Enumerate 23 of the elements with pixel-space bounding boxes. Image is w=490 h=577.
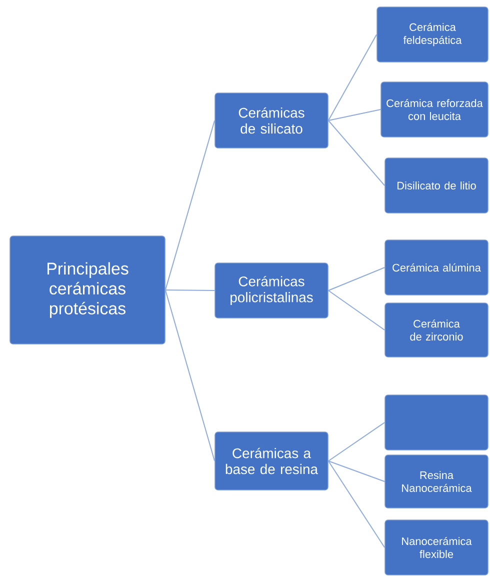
material-box: Cerámica reforzada con leucita [380, 82, 488, 138]
connector-line [328, 34, 378, 121]
connector-line [328, 120, 386, 186]
material-box: Cerámica de zirconio [384, 302, 488, 358]
root-box: Principales cerámicas protésicas [10, 236, 166, 344]
material-box [384, 394, 488, 450]
connector-line [328, 460, 386, 548]
category-box: Cerámicas de silicato [214, 92, 328, 148]
connector-line [328, 290, 386, 330]
connector-line [164, 120, 216, 290]
connector-line [328, 267, 386, 291]
material-box: Cerámica alúmina [384, 240, 488, 296]
connector-line [164, 290, 216, 291]
material-box: Resina Nanocerámica [384, 454, 488, 508]
material-box: Nanocerámica flexible [384, 520, 488, 576]
connector-line [328, 460, 386, 482]
material-box: Disilicato de litio [384, 158, 488, 214]
connector-line [328, 109, 382, 121]
category-box: Cerámicas policristalinas [214, 262, 328, 318]
material-box: Cerámica feldespática [376, 6, 488, 62]
connector-line [328, 422, 386, 462]
connector-line [164, 290, 216, 462]
category-box: Cerámicas a base de resina [214, 432, 328, 490]
